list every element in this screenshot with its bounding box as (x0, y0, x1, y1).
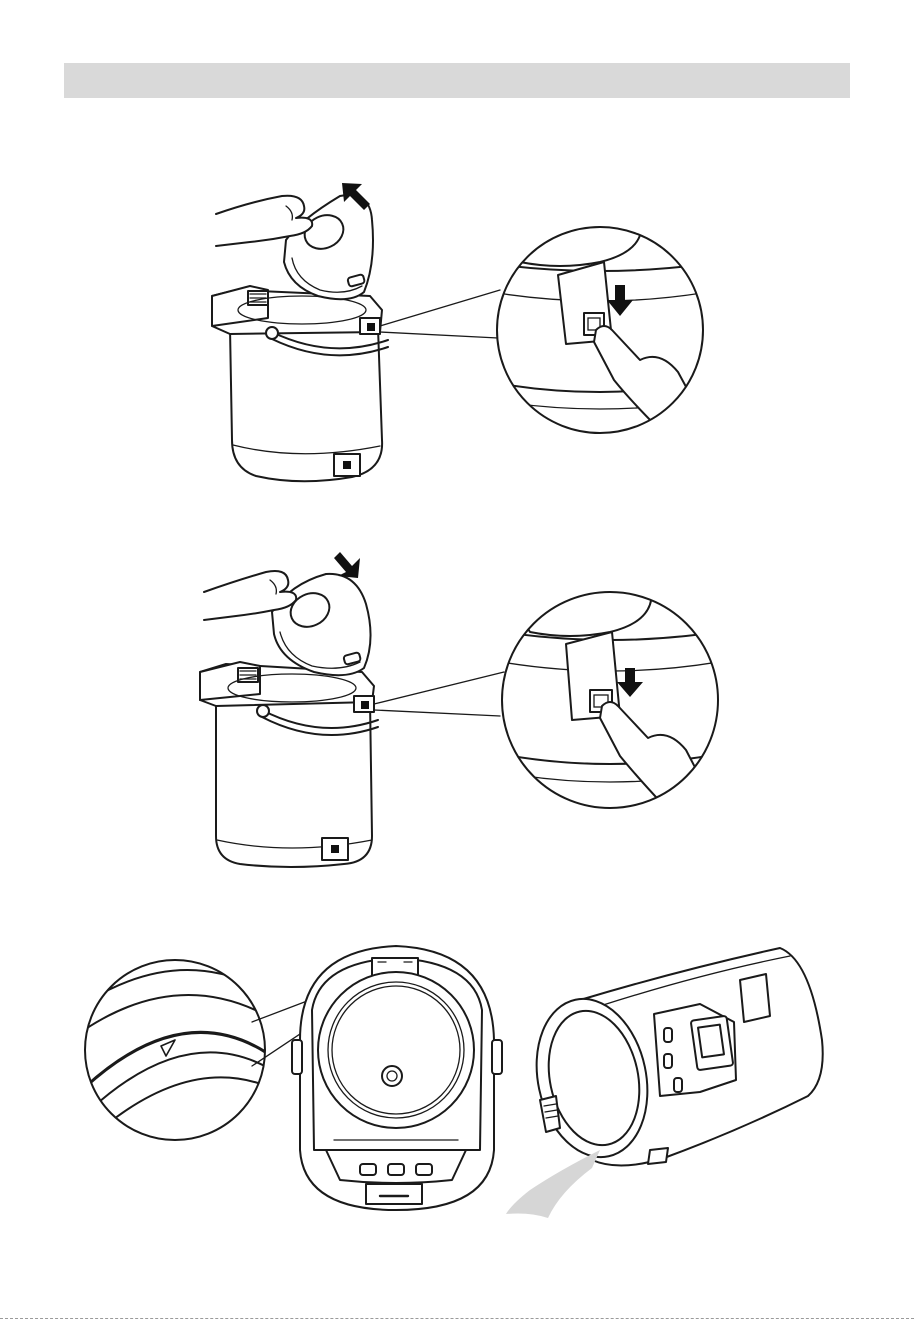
pouring-water (506, 1150, 600, 1218)
inner-container-rim (318, 972, 474, 1128)
strainer (382, 1066, 402, 1086)
zoom-detail-release-button-2 (490, 581, 730, 820)
figure-lid-attachment (200, 552, 730, 867)
zoom-detail-triangle-mark (82, 960, 320, 1140)
panel-button-1 (360, 1164, 376, 1175)
zoom-detail-release-button-1 (480, 213, 720, 440)
figure-lid-removal (212, 183, 720, 481)
page-bottom-rule (0, 1318, 914, 1319)
dispense-button (366, 1184, 422, 1204)
panel-button-2 (388, 1164, 404, 1175)
figure-inner-container (82, 946, 823, 1218)
panel-button-3 (416, 1164, 432, 1175)
